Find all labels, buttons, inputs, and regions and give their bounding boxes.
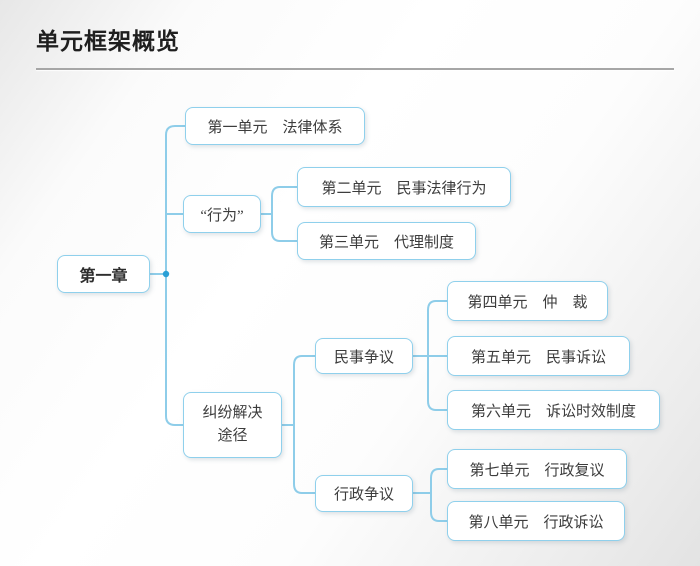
node-chapter-1-label: 第一章 (79, 268, 128, 285)
node-unit-4-label: 第四单元 仲 裁 (467, 294, 588, 311)
connector-civil-children-trunk (427, 300, 448, 411)
node-unit-6-label: 第六单元 诉讼时效制度 (470, 403, 636, 420)
node-administrative-dispute-label: 行政争议 (333, 487, 394, 503)
node-unit-6-limitation-system: 第六单元 诉讼时效制度 (447, 390, 660, 430)
connector-chapter-trunk (165, 125, 186, 426)
connector-dispute-children-trunk (293, 355, 316, 494)
node-unit-7-administrative-reconsideration: 第七单元 行政复议 (447, 449, 627, 489)
node-behavior-label: “行为” (200, 207, 244, 224)
node-dispute-resolution-line2: 途径 (217, 428, 248, 444)
connector-behavior-children-trunk (271, 186, 298, 242)
node-unit-3-agency-system: 第三单元 代理制度 (297, 222, 476, 260)
node-unit-2-civil-legal-acts: 第二单元 民事法律行为 (297, 167, 511, 207)
node-unit-1-legal-system: 第一单元 法律体系 (185, 107, 365, 145)
node-civil-dispute-label: 民事争议 (333, 349, 394, 366)
page-title: 单元框架概览 (36, 28, 180, 54)
node-unit-5-civil-litigation: 第五单元 民事诉讼 (447, 336, 630, 376)
node-chapter-1: 第一章 (57, 255, 150, 293)
node-unit-1-label: 第一单元 法律体系 (207, 119, 343, 136)
node-administrative-dispute: 行政争议 (315, 475, 413, 512)
node-unit-3-label: 第三单元 代理制度 (318, 234, 454, 251)
node-unit-2-label: 第二单元 民事法律行为 (321, 180, 487, 197)
junction-dot (162, 270, 170, 278)
node-dispute-resolution: 纠纷解决 途径 (183, 392, 282, 458)
title-divider-line (36, 68, 674, 70)
node-unit-8-administrative-litigation: 第八单元 行政诉讼 (447, 501, 625, 541)
connector-admin-children-trunk (430, 468, 448, 522)
node-unit-8-label: 第八单元 行政诉讼 (468, 514, 604, 531)
node-behavior: “行为” (183, 195, 261, 233)
node-civil-dispute: 民事争议 (315, 338, 413, 374)
node-unit-5-label: 第五单元 民事诉讼 (470, 349, 606, 366)
node-dispute-resolution-line1: 纠纷解决 (202, 404, 263, 421)
node-unit-4-arbitration: 第四单元 仲 裁 (447, 281, 608, 321)
node-unit-7-label: 第七单元 行政复议 (469, 462, 605, 479)
